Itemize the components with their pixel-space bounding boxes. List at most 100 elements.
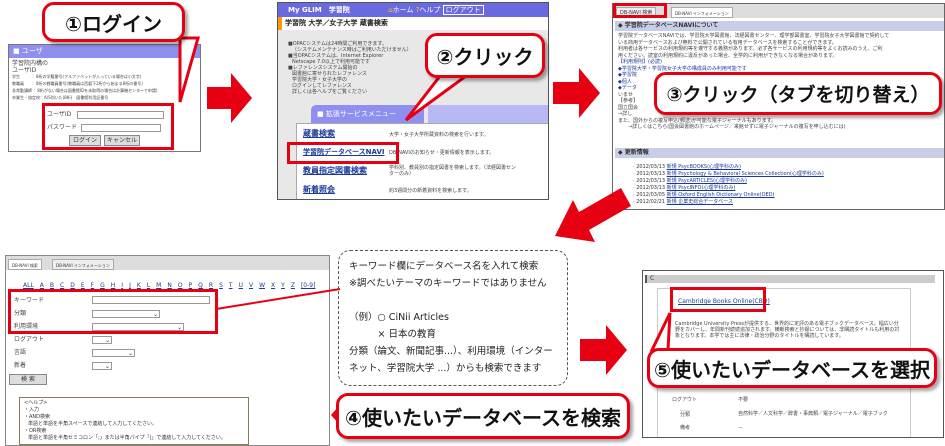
- alphabet-link[interactable]: ALL: [23, 282, 34, 289]
- logout-select[interactable]: ⌄: [92, 336, 112, 344]
- alphabet-link[interactable]: [0-9]: [300, 282, 316, 289]
- login-window-header: ■ ユーザ: [9, 45, 200, 58]
- row-label: ログアウト: [672, 397, 698, 403]
- update-item: · 2012/03/13 新規 PsycBOOKS(心理学科のみ): [633, 164, 742, 170]
- alphabet-link[interactable]: W: [259, 282, 266, 289]
- help-line: <ヘルプ>: [24, 400, 48, 406]
- cancel-button[interactable]: キャンセル: [104, 135, 140, 146]
- update-link[interactable]: 新規 PsycBOOKS(心理学科のみ): [666, 164, 742, 170]
- login-button[interactable]: ログイン: [69, 135, 101, 146]
- language-select[interactable]: ⌄: [92, 349, 135, 357]
- notice: ログインしてレファレンス: [292, 83, 352, 89]
- alphabet-link[interactable]: H: [110, 282, 116, 289]
- db-link[interactable]: Cambridge Books Online(CBO): [678, 298, 770, 305]
- step1-callout: ①ログイン: [42, 2, 185, 42]
- alphabet-link[interactable]: F: [90, 282, 95, 289]
- about-line: 学習院データベースNAVIでは、学習院大学図書館、法経図書センター、理学部図書室…: [618, 33, 890, 39]
- about-line: いる商用データベースおよび無料で公開されている有用データベースを検索することがで…: [618, 39, 837, 46]
- alphabet-link[interactable]: Z: [290, 282, 295, 289]
- help-line: ・入力: [24, 407, 40, 413]
- row-label: 備考: [680, 425, 691, 431]
- alphabet-link[interactable]: P: [188, 282, 193, 289]
- alphabet-link[interactable]: V: [248, 282, 254, 289]
- notice: （システムメンテナンス時はご利用いただけません）: [292, 47, 412, 53]
- about-line: ◆データ: [618, 85, 637, 91]
- alphabet-link[interactable]: S: [219, 282, 223, 289]
- about-line: いませ: [618, 91, 633, 98]
- category-select[interactable]: ⌄: [92, 310, 160, 318]
- update-item: · 2012/03/13 新規 Psychology & Behavioral …: [633, 171, 824, 177]
- alphabet-link[interactable]: Y: [281, 282, 285, 289]
- alphabet-link[interactable]: M: [156, 282, 162, 289]
- password-input[interactable]: [81, 124, 161, 132]
- update-link[interactable]: 新規 Psychology & Behavioral Sciences Coll…: [666, 171, 824, 177]
- menu-link-opac[interactable]: 蔵書検索: [303, 129, 335, 138]
- new-select[interactable]: ⌄: [92, 362, 112, 370]
- alphabet-link[interactable]: X: [271, 282, 276, 289]
- alphabet-link[interactable]: C: [60, 282, 65, 289]
- menu-desc: 大学・女子大学所蔵資料の検索を行います。: [389, 132, 489, 138]
- tab-search[interactable]: DB-NAVI 検索: [8, 259, 42, 270]
- alphabet-link[interactable]: G: [100, 282, 105, 289]
- updates-list: · 2012/03/13 新規 PsycBOOKS(心理学科のみ) · 2012…: [633, 164, 824, 206]
- alphabet-link[interactable]: A: [39, 282, 44, 289]
- field-label-language: 言語: [14, 349, 27, 356]
- alphabet-link[interactable]: L: [146, 282, 151, 289]
- user-id-input[interactable]: [77, 111, 164, 119]
- help-line: ・OR検索: [24, 428, 47, 434]
- about-line: 用ください。読室の利用規約に違反があった場合、全学的に利用ができなくなる場合があ…: [618, 52, 838, 59]
- updates-heading: ◆ 更新情報: [615, 148, 944, 158]
- search-button[interactable]: 検 索: [9, 374, 47, 385]
- field-label-category: 分類: [14, 310, 27, 317]
- notice: ■レファレンスシステム開始の: [288, 65, 358, 71]
- alphabet-link[interactable]: D: [70, 282, 75, 289]
- row-label: 分類: [680, 410, 691, 418]
- help-line: ・AND検索: [24, 414, 51, 420]
- terms-link[interactable]: 【利用規則】(必読): [618, 59, 662, 65]
- alphabet-link[interactable]: E: [80, 282, 85, 289]
- help-box: <ヘルプ> ・入力 ・AND検索 単語と単語を半角スペースで連結して入力してくだ…: [19, 397, 249, 445]
- note-line: キーワード欄にデータベース名を入れて検索: [349, 261, 539, 272]
- alphabet-link[interactable]: O: [177, 282, 183, 289]
- db-navi-highlight: [287, 142, 399, 164]
- environment-select[interactable]: ⌄: [92, 323, 184, 331]
- callout-tail: [178, 36, 200, 103]
- row-value: 自然科学／人文科学／辞書・事典類／電子ジャーナル／電子ブック: [738, 411, 888, 417]
- menu-tab[interactable]: ■ 拡張サービスメニュー: [311, 105, 424, 123]
- menu-link-db-navi[interactable]: 学習院データベースNAVI: [303, 148, 385, 156]
- notice: Netscape 7.0以上で利用可能です: [292, 59, 370, 65]
- field-label-environment: 利用環境: [14, 323, 39, 330]
- instruction-note: キーワード欄にデータベース名を入れて検索 ※調べたいテーマのキーワードではありま…: [338, 250, 568, 386]
- update-link[interactable]: 新規 PsycINFO(心理学科のみ): [666, 185, 736, 191]
- alphabet-link[interactable]: U: [238, 282, 243, 289]
- db-description: 野をカバーし、年間新刊続続追加されます。横断検索と抄録については、非購読タイトル…: [675, 327, 900, 333]
- logout-button[interactable]: ログアウト: [442, 5, 484, 15]
- alphabet-link[interactable]: J: [129, 282, 131, 289]
- tab-information[interactable]: DB-NAVI インフォメーション: [671, 7, 733, 18]
- menu-link-new[interactable]: 新着照会: [303, 185, 335, 194]
- alphabet-link[interactable]: R: [208, 282, 214, 289]
- home-link[interactable]: ホーム: [392, 6, 414, 14]
- alphabet-link[interactable]: N: [167, 282, 172, 289]
- row-value: －: [738, 425, 744, 431]
- alphabet-link[interactable]: T: [228, 282, 233, 289]
- menu-tab-bar: [428, 105, 548, 123]
- about-line: ◆学習院大学・学習院女子大学の構成員のみ利用可能です: [618, 65, 747, 72]
- update-link[interactable]: 新規 Oxford English Dictionary Online(OED): [666, 192, 775, 198]
- callout-tail: [404, 74, 471, 122]
- update-link[interactable]: 新規 企業史総合データベース: [666, 199, 733, 205]
- alphabet-link[interactable]: K: [136, 282, 141, 289]
- login-info: 教職員 ：8桁の教職員番号(教職員は西暦下2桁から始まる8桁の番号): [12, 81, 143, 86]
- keyword-input[interactable]: [92, 296, 210, 304]
- about-line: 【参考】: [618, 98, 639, 104]
- tab-information[interactable]: DB-NAVI インフォメーション: [52, 259, 114, 270]
- glim-header: My GLIM 学習院 ⌂ホーム ?ヘルプ ログアウト: [278, 3, 548, 17]
- alphabet-link[interactable]: I: [121, 282, 124, 289]
- menu-link-reserve[interactable]: 教員指定図書検索: [303, 166, 367, 175]
- help-link[interactable]: ヘルプ: [419, 6, 441, 14]
- update-link[interactable]: 新規 PsycARTICLES(心理学科のみ): [666, 178, 748, 184]
- alphabet-link[interactable]: B: [49, 282, 55, 289]
- alphabet-link[interactable]: Q: [198, 282, 203, 289]
